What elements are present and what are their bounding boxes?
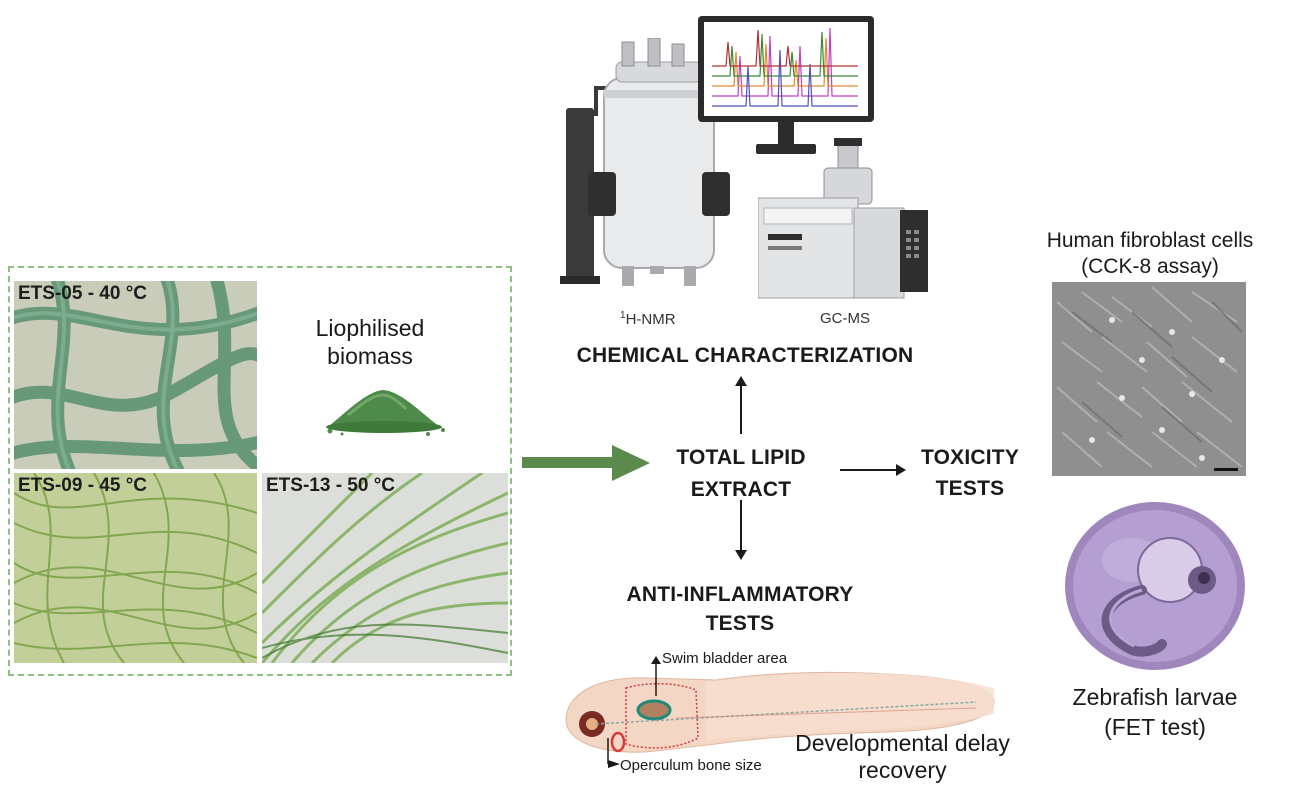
main-flow-arrow: [522, 445, 650, 481]
micrograph-ets05: ETS-05 - 40 °C: [14, 281, 257, 469]
fibroblast-label: Human fibroblast cells (CCK-8 assay): [1046, 229, 1254, 278]
total-lipid-extract: TOTAL LIPID EXTRACT: [676, 446, 806, 501]
swim-bladder-pointer: [651, 656, 661, 696]
swim-bladder-label: Swim bladder area: [662, 650, 788, 667]
biomass-powder-icon: [326, 390, 445, 436]
nmr-spectrometer-icon: [560, 38, 730, 286]
micrograph-ets09: ETS-09 - 45 °C: [14, 473, 257, 663]
operculum-label: Operculum bone size: [620, 757, 762, 774]
toxicity-title: TOXICITY TESTS: [920, 446, 1020, 500]
anti-inflammatory-title: ANTI-INFLAMMATORY TESTS: [626, 583, 854, 635]
gcms-label: GC-MS: [820, 310, 870, 327]
zebrafish-larva-diagram: [565, 671, 995, 753]
zebrafish-label: Zebrafish larvae (FET test): [1072, 684, 1238, 740]
arrow-right: [840, 464, 906, 476]
sample-box: [8, 266, 512, 676]
fibroblast-micrograph: [1052, 282, 1246, 476]
operculum-pointer: [607, 738, 620, 768]
monitor-spectra-icon: [698, 16, 874, 154]
biomass-label: Liophilised biomass: [315, 315, 425, 369]
gcms-instrument-icon: [758, 138, 928, 299]
panel-label-ets09: ETS-09 - 45 °C: [18, 475, 148, 496]
panel-label-ets05: ETS-05 - 40 °C: [18, 283, 148, 304]
developmental-delay-label: Developmental delay recovery: [795, 730, 1010, 783]
chemical-characterization-title: CHEMICAL CHARACTERIZATION: [576, 344, 914, 367]
nmr-label: 1H-NMR: [620, 310, 676, 328]
arrow-down: [735, 500, 747, 560]
panel-label-ets13: ETS-13 - 50 °C: [266, 475, 396, 496]
micrograph-ets13: ETS-13 - 50 °C: [262, 473, 508, 663]
arrow-up: [735, 376, 747, 434]
zebrafish-embryo-image: [1065, 502, 1245, 670]
